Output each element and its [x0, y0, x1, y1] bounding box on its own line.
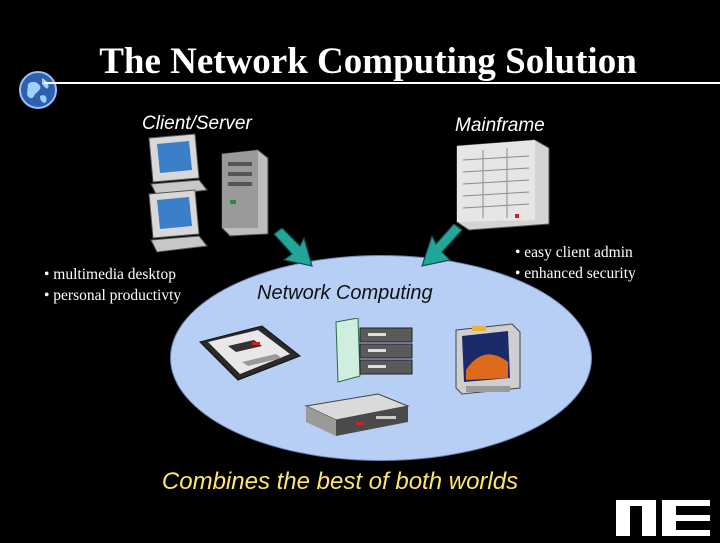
left-bullets: • multimedia desktop • personal producti…	[44, 264, 181, 306]
list-item: • easy client admin	[515, 244, 633, 261]
network-computing-label: Network Computing	[257, 282, 433, 304]
mainframe-label: Mainframe	[455, 115, 545, 136]
network-computer-icon	[196, 322, 306, 389]
crt-monitor-icon	[452, 322, 524, 405]
list-item: • personal productivty	[44, 287, 182, 304]
page-title: The Network Computing Solution	[99, 41, 637, 82]
server-tower-icon	[218, 148, 272, 243]
corporate-logo	[616, 498, 712, 543]
tagline: Combines the best of both worlds	[161, 468, 519, 495]
globe-icon	[18, 70, 58, 110]
storage-rack-icon	[334, 317, 416, 389]
computer-monitor-icon	[143, 188, 213, 263]
client-server-label: Client/Server	[142, 113, 252, 134]
computer-monitor-icon	[143, 132, 213, 207]
title-divider	[44, 82, 720, 84]
network-router-icon	[304, 392, 410, 443]
teal-arrow-icon	[272, 227, 318, 275]
list-item: • enhanced security	[515, 265, 636, 282]
list-item: • multimedia desktop	[44, 266, 176, 283]
teal-arrow-icon	[418, 223, 464, 275]
right-bullets: • easy client admin • enhanced security	[515, 242, 636, 284]
mainframe-cabinet-icon	[455, 136, 553, 237]
